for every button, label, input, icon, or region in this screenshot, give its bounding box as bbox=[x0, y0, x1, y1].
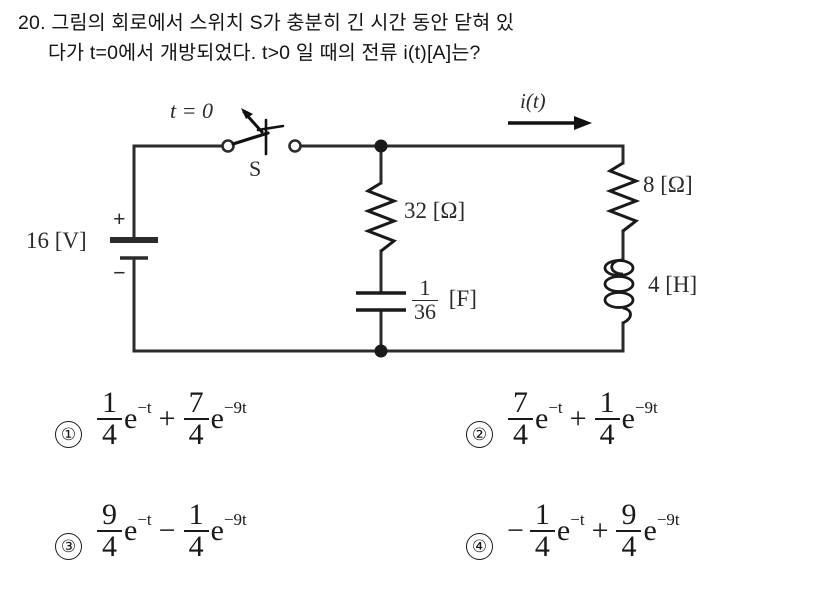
resistor-32-label: 32 [Ω] bbox=[404, 198, 466, 223]
option-1-term1-numerator: 1 bbox=[102, 386, 117, 419]
option-2-term1-exponent: −t bbox=[548, 398, 563, 417]
switch-symbol bbox=[221, 108, 302, 156]
option-4-operator: + bbox=[591, 514, 609, 547]
option-2-term2-fraction: 1 4 bbox=[594, 386, 620, 450]
option-1-term1-fraction: 1 4 bbox=[97, 388, 122, 450]
option-1[interactable]: ① 1 4 e −t + 7 4 e −9t bbox=[55, 388, 247, 450]
option-1-term1-denominator: 4 bbox=[97, 418, 122, 450]
option-3-term2-numerator: 1 bbox=[188, 498, 204, 531]
switch-time-label: t = 0 bbox=[170, 98, 213, 123]
option-3-term1-denominator: 4 bbox=[97, 530, 122, 562]
source-plus-sign: + bbox=[113, 206, 126, 231]
resistor-8-symbol bbox=[605, 161, 641, 233]
option-3-expression: 9 4 e −t − 1 4 e −9t bbox=[96, 500, 247, 562]
option-3-term2-exponent: −9t bbox=[223, 510, 247, 529]
option-2-marker: ② bbox=[466, 421, 493, 448]
option-4-term2-exponent: −9t bbox=[656, 510, 680, 529]
option-4-marker: ④ bbox=[466, 533, 493, 560]
resistor-8-label: 8 [Ω] bbox=[643, 172, 693, 197]
source-minus-sign: − bbox=[113, 260, 126, 285]
switch-name-label: S bbox=[249, 156, 262, 181]
option-4-term2-base: e bbox=[643, 514, 657, 547]
option-2-expression: 7 4 e −t + 1 4 e −9t bbox=[507, 388, 658, 450]
option-2-term2-numerator: 1 bbox=[599, 386, 615, 419]
circuit-diagram: t = 0 S i(t) 16 [V] + − 32 [Ω] 1 36 [F] … bbox=[0, 88, 826, 378]
option-3-marker: ③ bbox=[55, 533, 82, 560]
option-4-term1-fraction: 1 4 bbox=[529, 498, 555, 562]
option-1-term1-exponent: −t bbox=[137, 398, 152, 417]
option-2[interactable]: ② 7 4 e −t + 1 4 e −9t bbox=[466, 388, 658, 450]
option-1-term2-fraction: 7 4 bbox=[183, 386, 209, 450]
option-3-term1-numerator: 9 bbox=[102, 498, 117, 531]
circuit-svg bbox=[110, 108, 641, 358]
answer-options: ① 1 4 e −t + 7 4 e −9t ② 7 4 e −t + bbox=[0, 382, 826, 591]
resistor-32-symbol bbox=[363, 181, 399, 253]
option-3-term1-base: e bbox=[124, 514, 138, 547]
question-line-1: 20. 그림의 회로에서 스위치 S가 충분히 긴 시간 동안 닫혀 있 bbox=[18, 12, 515, 34]
option-4-term2-fraction: 9 4 bbox=[616, 498, 642, 562]
option-4[interactable]: ④ − 1 4 e −t + 9 4 e −9t bbox=[466, 500, 680, 562]
option-1-term1-base: e bbox=[124, 402, 138, 435]
option-4-expression: − 1 4 e −t + 9 4 e −9t bbox=[507, 500, 680, 562]
option-3-term2-base: e bbox=[210, 514, 224, 547]
option-3-operator: − bbox=[158, 514, 176, 547]
source-voltage-label: 16 [V] bbox=[26, 228, 87, 253]
option-1-term2-denominator: 4 bbox=[183, 418, 209, 450]
option-2-term2-base: e bbox=[621, 402, 635, 435]
option-2-operator: + bbox=[569, 402, 587, 435]
junction-dot-top bbox=[374, 139, 388, 153]
capacitor-numerator: 1 bbox=[419, 275, 431, 300]
inductor-label: 4 [H] bbox=[648, 272, 698, 297]
current-arrow bbox=[508, 116, 592, 130]
option-1-expression: 1 4 e −t + 7 4 e −9t bbox=[96, 388, 247, 450]
option-2-term2-denominator: 4 bbox=[594, 418, 620, 450]
option-1-term2-base: e bbox=[210, 402, 224, 435]
option-1-marker: ① bbox=[55, 421, 82, 448]
option-4-leading-sign: − bbox=[507, 514, 524, 547]
option-4-term1-exponent: −t bbox=[570, 510, 585, 529]
junction-dot-bottom bbox=[374, 344, 388, 358]
option-4-term1-denominator: 4 bbox=[529, 530, 555, 562]
option-4-term2-numerator: 9 bbox=[621, 498, 637, 531]
option-2-term1-base: e bbox=[535, 402, 549, 435]
inductor-symbol bbox=[603, 258, 635, 325]
battery-symbol bbox=[110, 237, 158, 260]
option-1-operator: + bbox=[158, 402, 176, 435]
option-3-term2-denominator: 4 bbox=[183, 530, 209, 562]
capacitor-label: 1 36 [F] bbox=[412, 275, 477, 324]
option-4-term2-denominator: 4 bbox=[616, 530, 642, 562]
option-3-term1-fraction: 9 4 bbox=[97, 500, 122, 562]
option-4-term1-base: e bbox=[556, 514, 571, 547]
option-2-term1-numerator: 7 bbox=[513, 386, 528, 419]
capacitor-denominator: 36 bbox=[412, 298, 438, 324]
question-block: 20. 그림의 회로에서 스위치 S가 충분히 긴 시간 동안 닫혀 있 다가 … bbox=[18, 8, 808, 68]
capacitor-unit: [F] bbox=[448, 286, 477, 312]
option-2-term1-fraction: 7 4 bbox=[508, 388, 533, 450]
capacitor-symbol bbox=[356, 291, 406, 312]
question-line-2: 다가 t=0에서 개방되었다. t>0 일 때의 전류 i(t)[A]는? bbox=[48, 42, 481, 64]
option-2-term1-denominator: 4 bbox=[508, 418, 533, 450]
option-1-term2-numerator: 7 bbox=[188, 386, 204, 419]
option-3-term1-exponent: −t bbox=[137, 510, 152, 529]
option-2-term2-exponent: −9t bbox=[634, 398, 658, 417]
current-label: i(t) bbox=[520, 89, 546, 113]
option-1-term2-exponent: −9t bbox=[223, 398, 247, 417]
option-3[interactable]: ③ 9 4 e −t − 1 4 e −9t bbox=[55, 500, 247, 562]
option-3-term2-fraction: 1 4 bbox=[183, 498, 209, 562]
option-4-term1-numerator: 1 bbox=[534, 498, 550, 531]
